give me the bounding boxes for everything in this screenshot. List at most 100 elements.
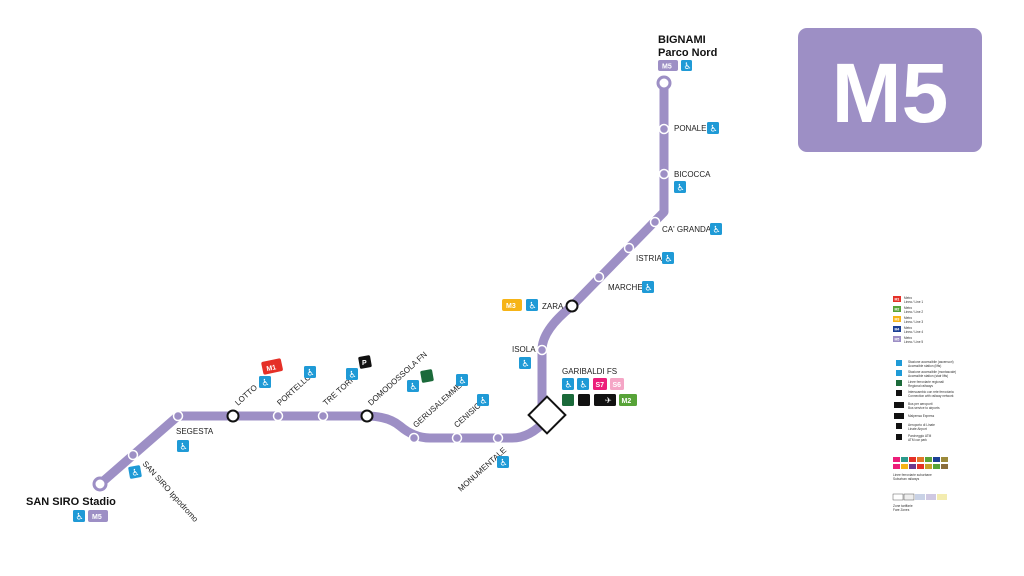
terminal-sansiro-circle [92,476,108,492]
svg-text:♿: ♿ [665,255,673,265]
bus-airport-icon-garibaldi [594,394,616,406]
m5-route-line [95,78,669,489]
station-dot-gerusalemme [408,432,420,444]
station-dot-bicocca [658,168,670,180]
terminal-north-sub: Parco Nord [658,47,717,59]
station-dot-cenisio [451,432,463,444]
accessible-icon-bicocca [674,181,686,193]
svg-text:Linea / Line 4: Linea / Line 4 [904,330,923,334]
accessible-icon-portello [304,366,316,378]
svg-text:Fare Zones: Fare Zones [893,508,910,512]
regional-rail-icon-garibaldi [562,394,574,406]
label-marche: MARCHE [608,283,643,292]
label-cagranda: CA' GRANDA [662,225,712,234]
svg-text:Linea / Line 3: Linea / Line 3 [904,320,923,324]
svg-text:♿: ♿ [710,125,718,135]
m5-badge-small-south [88,510,108,522]
label-segesta: SEGESTA [176,427,214,436]
s6-badge-garibaldi [610,378,624,390]
svg-text:Bus service to airports: Bus service to airports [908,406,940,410]
svg-text:Zone tariffarie: Zone tariffarie [893,504,913,508]
accessible-icon-cenisio [477,394,489,406]
svg-text:M3: M3 [506,303,516,310]
interchange-lotto [226,409,240,423]
svg-text:♿: ♿ [410,383,418,393]
accessible-icon-bignami [681,60,692,71]
svg-text:S7: S7 [596,382,605,389]
svg-text:ATM car park: ATM car park [908,438,927,442]
station-dot-portello [272,410,284,422]
svg-text:Interscambio con rete ferrovia: Interscambio con rete ferroviaria [908,390,954,394]
accessible-icon-zara [526,299,538,311]
train-icon-garibaldi [578,394,590,406]
regional-rail-icon-domodossola [420,369,434,383]
svg-text:♿: ♿ [262,379,270,389]
line-badge-text: M5 [832,46,949,140]
parking-icon-tretorri [358,355,372,369]
svg-text:Accessible station (stair lift: Accessible station (stair lifts) [908,374,948,378]
garibaldi-services-row1: ♿ ♿ S7 S6 [562,378,624,391]
svg-text:Linea / Line 5: Linea / Line 5 [904,340,923,344]
svg-text:✈: ✈ [605,396,612,405]
svg-text:Metro: Metro [904,336,912,340]
interchange-domodossola [360,409,374,423]
svg-text:Bus per aeroporti: Bus per aeroporti [908,402,933,406]
label-zara: ZARA [542,302,564,311]
garibaldi-services-row2: ✈ M2 [562,394,637,406]
accessible-icon-lotto [259,376,271,388]
svg-text:Linate Airport: Linate Airport [908,427,927,431]
svg-text:Metro: Metro [904,296,912,300]
accessible-icon-ponale [707,122,719,134]
accessible-icon-istria [662,252,674,264]
accessible-icon-garibaldi [562,378,574,390]
svg-text:♿: ♿ [684,62,692,72]
station-dot-isola [536,344,548,356]
svg-text:Suburban railways: Suburban railways [893,477,920,481]
interchange-garibaldi [527,395,567,435]
svg-text:M2: M2 [895,308,900,312]
s7-badge-garibaldi [593,378,607,390]
station-dot-istria [623,242,635,254]
accessible-icon-gerusalemme [456,374,468,386]
accessible-icon-monumentale [497,456,509,468]
svg-text:♿: ♿ [565,381,573,391]
station-dot-marche [593,271,605,283]
accessible-icon-marche [642,281,654,293]
svg-text:Parcheggio ATM: Parcheggio ATM [908,434,932,438]
svg-text:Malpensa Express: Malpensa Express [908,414,935,418]
svg-text:Aeroporto di Linate: Aeroporto di Linate [908,423,935,427]
station-dot-segesta [172,410,184,422]
svg-text:Connection with railway networ: Connection with railway network [908,394,954,398]
svg-text:Linee ferroviarie regionali: Linee ferroviarie regionali [908,380,944,384]
m3-badge-zara [502,299,522,311]
accessible-icon-sansiro [73,510,85,522]
svg-text:M2: M2 [622,398,632,405]
svg-text:♿: ♿ [645,284,653,294]
svg-text:♿: ♿ [132,469,140,479]
svg-text:♿: ♿ [529,302,537,312]
accessible-icon-segesta [177,440,189,452]
svg-text:Metro: Metro [904,316,912,320]
accessible-icon-isola [519,357,531,369]
svg-text:Accessible station (lifts): Accessible station (lifts) [908,364,941,368]
svg-text:M5: M5 [895,338,900,342]
svg-text:M4: M4 [895,328,900,332]
accessible-icon-domodossola [407,380,419,392]
svg-text:P: P [362,360,367,367]
svg-text:S6: S6 [613,382,622,389]
svg-text:M5: M5 [92,514,102,521]
station-dot-cagranda [649,216,661,228]
svg-text:♿: ♿ [307,369,315,379]
svg-text:Metro: Metro [904,326,912,330]
svg-text:♿: ♿ [480,397,488,407]
svg-text:♿: ♿ [580,381,588,391]
station-dot-tretorri [317,410,329,422]
station-ticks [127,123,670,461]
svg-text:♿: ♿ [459,377,467,387]
m5-badge-small-text-north: M5 [662,64,672,71]
svg-text:Stazione accessibile (ascensor: Stazione accessibile (ascensori) [908,360,954,364]
label-lotto: LOTTO [233,383,259,407]
accessible-icon-cagranda [710,223,722,235]
